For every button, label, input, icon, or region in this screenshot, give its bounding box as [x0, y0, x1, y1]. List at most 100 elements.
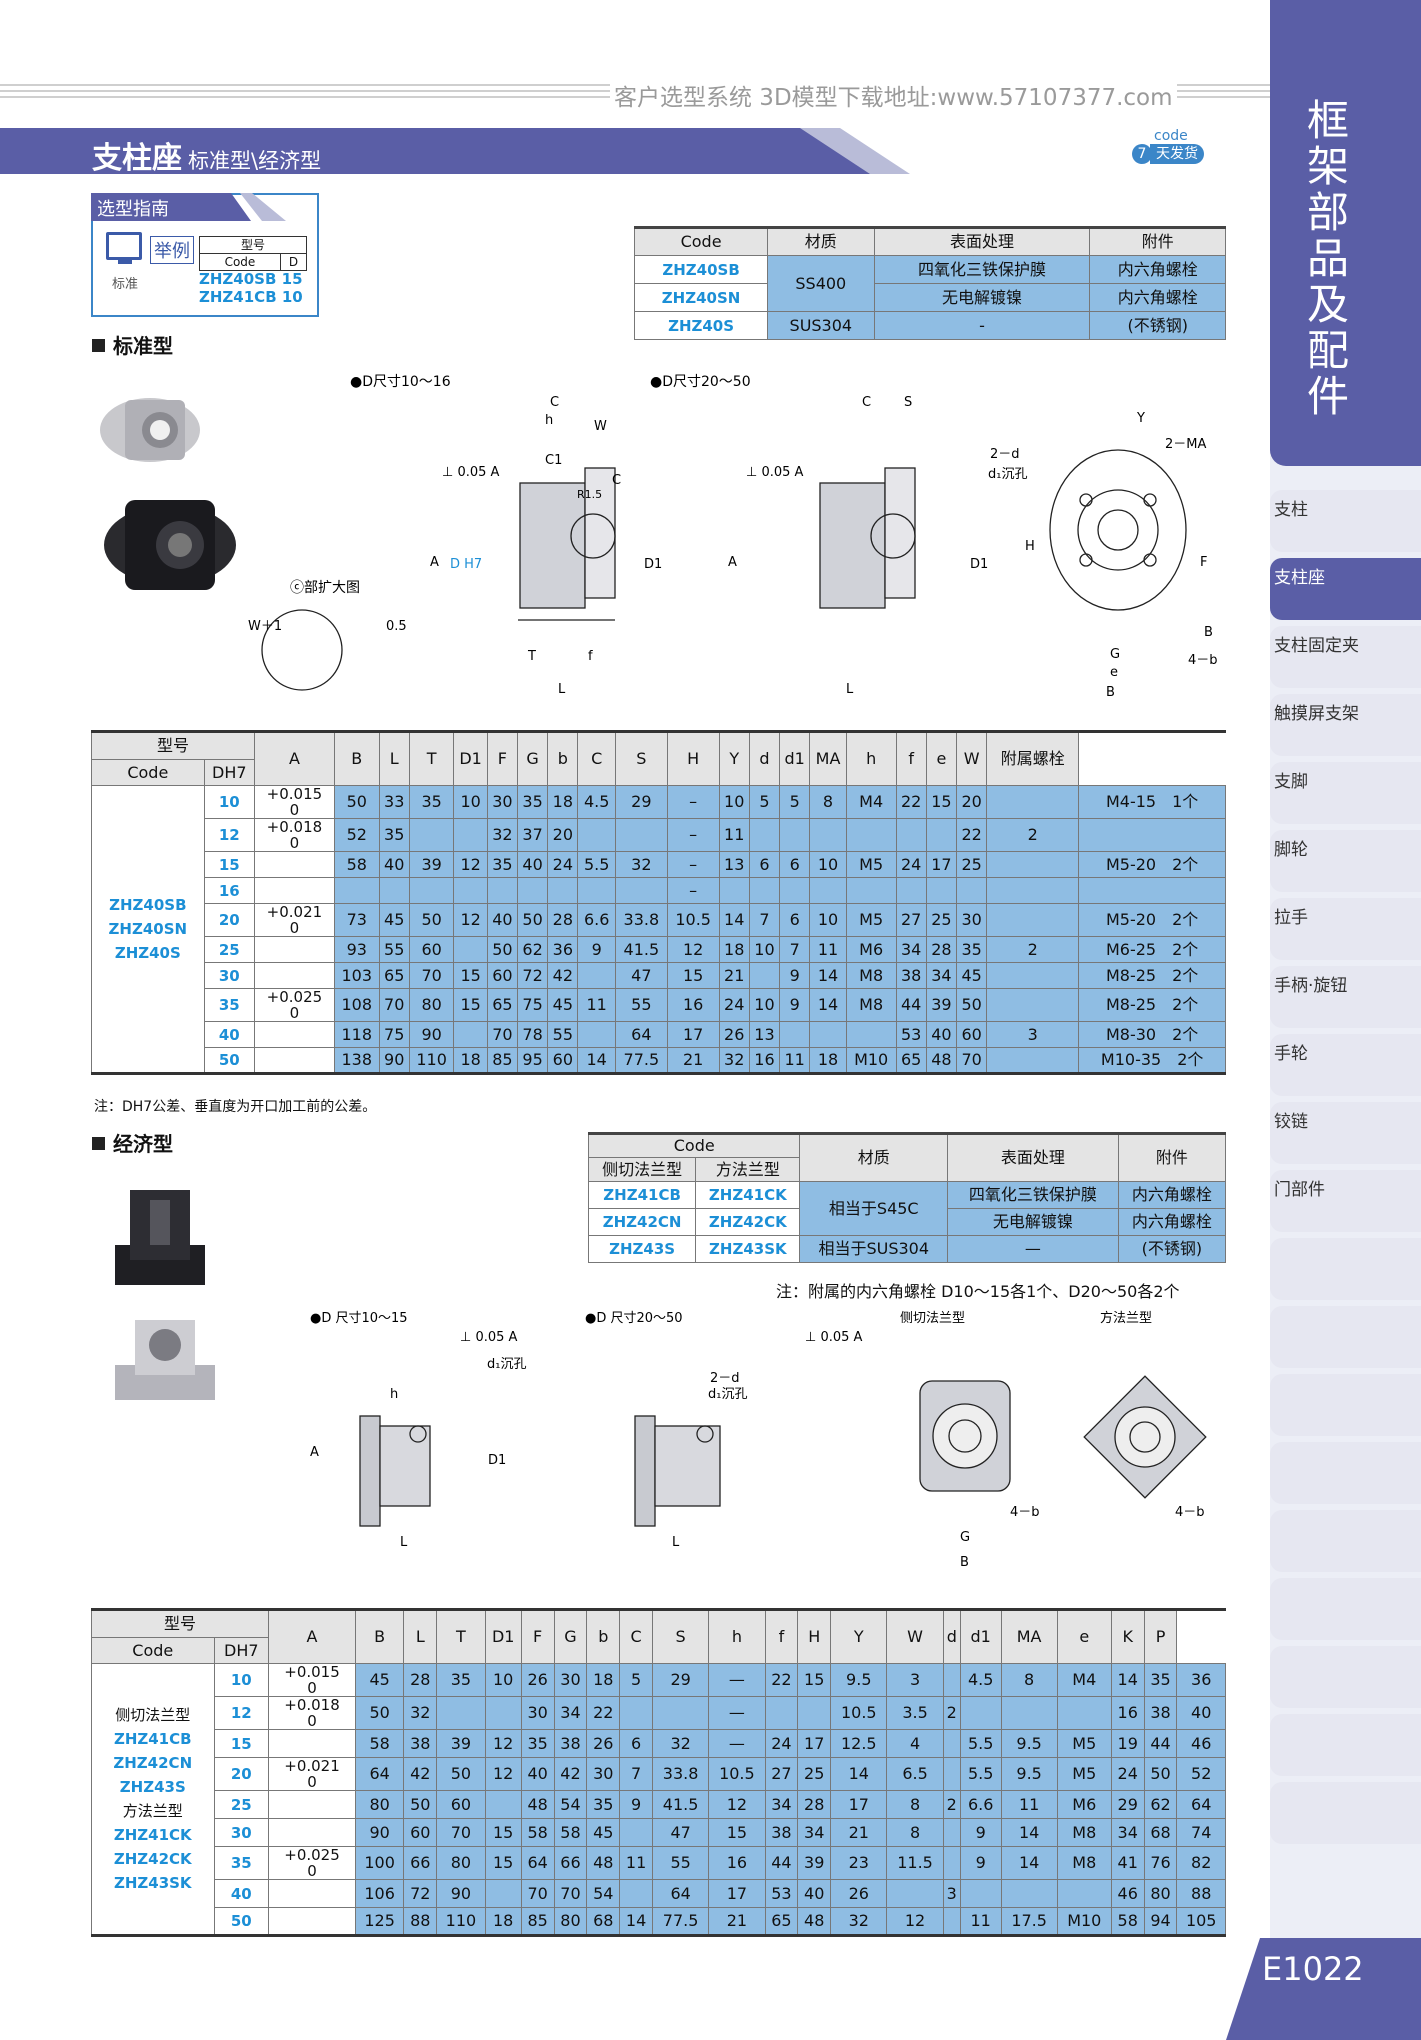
economy-drawings: ●D 尺寸10～15 ●D 尺寸20～50 侧切法兰型 方法兰型 ⊥ 0.05 … [310, 1310, 1207, 1570]
value-cell [986, 903, 1080, 937]
value-cell: 78 [516, 1021, 549, 1048]
value-cell: 3.5 [886, 1696, 944, 1730]
mt-code: ZHZ40SB [633, 255, 769, 284]
sidebar-item-knob[interactable]: 手柄·旋钮 [1270, 966, 1421, 1028]
sidebar-item-pillar[interactable]: 支柱 [1270, 490, 1421, 552]
emt-surface: 四氧化三铁保护膜 [947, 1181, 1119, 1209]
sidebar-item-handle[interactable]: 拉手 [1270, 898, 1421, 960]
value-cell: 52 [333, 818, 380, 852]
value-cell: 35 [520, 1729, 555, 1758]
value-cell: 3 [986, 1021, 1080, 1048]
d-cell: 15 [203, 851, 255, 878]
d-cell: 50 [203, 1047, 255, 1074]
value-cell: 80 [354, 1790, 405, 1819]
th-col: B [333, 731, 380, 786]
value-cell: 4.5 [959, 1663, 1002, 1697]
th-col: b [547, 731, 579, 786]
value-cell: 62 [1143, 1790, 1178, 1819]
th-col: F [520, 1609, 555, 1664]
dim-2d: 2－d [990, 447, 1020, 462]
value-cell: 77.5 [651, 1907, 710, 1936]
value-cell [453, 818, 488, 852]
value-cell: 15 [666, 962, 720, 989]
value-cell: 24 [547, 851, 579, 878]
value-cell: 64 [520, 1846, 555, 1880]
value-cell: 21 [718, 962, 750, 989]
sidebar-item-caster[interactable]: 脚轮 [1270, 830, 1421, 892]
product-photo-economy-black [115, 1190, 205, 1285]
value-cell: 15 [708, 1818, 766, 1847]
category-title: 框架部品及配件 [1306, 96, 1349, 421]
value-cell: 45 [586, 1818, 621, 1847]
emt-code-square: ZHZ43SK [695, 1235, 801, 1263]
sidebar-item-pillar-base[interactable]: 支柱座 [1270, 558, 1421, 620]
value-cell: 2 [986, 936, 1080, 963]
value-cell: 9 [959, 1818, 1002, 1847]
value-cell: 18 [453, 1047, 488, 1074]
code-label: ZHZ40SB [109, 896, 187, 914]
value-cell: 36 [547, 936, 579, 963]
value-cell: 9 [577, 936, 616, 963]
dim-G: G [1110, 647, 1120, 662]
delivery-badge: code 7 天发货 [1128, 128, 1228, 172]
th-col: e [1056, 1609, 1112, 1664]
th-col: h [845, 731, 897, 786]
value-cell [651, 1696, 710, 1730]
sidebar-item-door-parts[interactable]: 门部件 [1270, 1170, 1421, 1232]
value-cell: 12 [886, 1907, 944, 1936]
value-cell: 40 [1176, 1696, 1226, 1730]
sidebar-item-handwheel[interactable]: 手轮 [1270, 1034, 1421, 1096]
value-cell: 11 [959, 1907, 1002, 1936]
mt-accessory: (不锈钢) [1089, 311, 1226, 340]
dim-T: T [527, 649, 536, 664]
value-cell: 38 [403, 1729, 438, 1758]
value-cell: 50 [486, 936, 518, 963]
value-cell: M8 [845, 988, 897, 1022]
sidebar-item-pillar-clamp[interactable]: 支柱固定夹 [1270, 626, 1421, 688]
label-d20-50-eco: ●D 尺寸20～50 [585, 1311, 683, 1326]
value-cell: 88 [403, 1907, 438, 1936]
download-url[interactable]: 客户选型系统 3D模型下载地址:www.57107377.com [610, 78, 1177, 112]
value-cell: 55 [547, 1021, 579, 1048]
value-cell: 6.6 [959, 1790, 1002, 1819]
value-cell: 28 [403, 1663, 438, 1697]
sidebar-item-touchscreen-stand[interactable]: 触摸屏支架 [1270, 694, 1421, 756]
value-cell: M5-20 2个 [1078, 851, 1226, 878]
value-cell [577, 962, 616, 989]
value-cell: M4 [845, 785, 897, 819]
value-cell: 44 [895, 988, 927, 1022]
value-cell: 22 [586, 1696, 621, 1730]
dim-f: f [588, 649, 593, 664]
value-cell: 41.5 [614, 936, 668, 963]
value-cell: 4.5 [577, 785, 616, 819]
emt-h-accessory: 附件 [1117, 1133, 1227, 1182]
value-cell: 39 [925, 988, 958, 1022]
emt-code-side: ZHZ42CN [587, 1208, 697, 1236]
value-cell: 72 [403, 1879, 438, 1908]
code-label: ZHZ41CB [113, 1730, 192, 1748]
value-cell: 9.5 [1000, 1757, 1058, 1791]
value-cell: 40 [378, 851, 410, 878]
value-cell: 10.5 [708, 1757, 766, 1791]
sidebar-item-foot[interactable]: 支脚 [1270, 762, 1421, 824]
d-cell: 12 [203, 818, 255, 852]
value-cell: 39 [797, 1846, 832, 1880]
value-cell: 17 [708, 1879, 766, 1908]
value-cell: 41.5 [651, 1790, 710, 1819]
emt-code-side: ZHZ43S [587, 1235, 697, 1263]
value-cell: 48 [925, 1047, 958, 1074]
tol-cell [268, 1790, 356, 1819]
value-cell: 9.5 [830, 1663, 888, 1697]
dim-B: B [1106, 685, 1115, 700]
th-col: H [666, 731, 720, 786]
value-cell: 18 [809, 1047, 847, 1074]
value-cell: 34 [764, 1790, 799, 1819]
sidebar-item-hinge[interactable]: 铰链 [1270, 1102, 1421, 1164]
code-label: 侧切法兰型 [115, 1706, 191, 1724]
dim-Y: Y [1136, 411, 1145, 426]
value-cell: 105 [1176, 1907, 1226, 1936]
